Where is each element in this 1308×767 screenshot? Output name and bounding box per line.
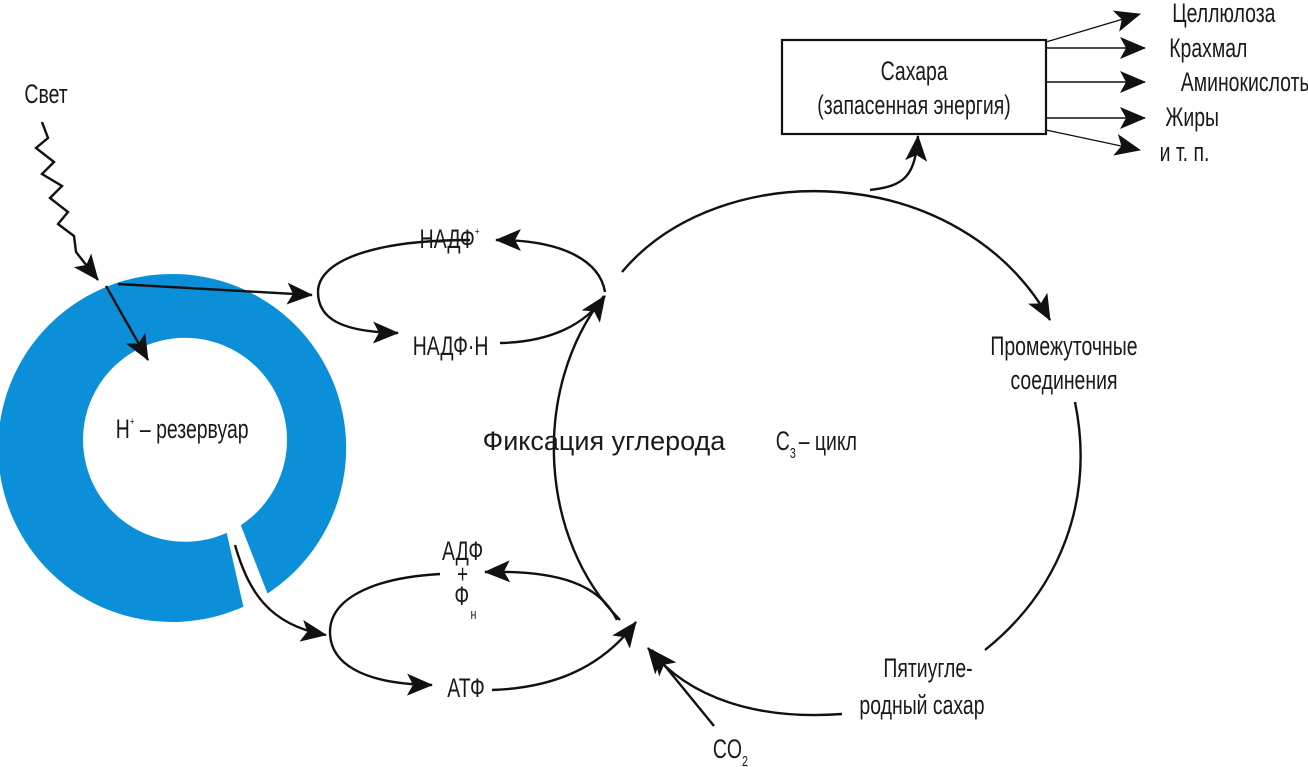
- cycle-top-arc: [621, 190, 1052, 321]
- fixation-arc: [552, 295, 621, 621]
- product-label: Аминокислоты: [1181, 67, 1308, 97]
- product-label: Целлюлоза: [1172, 0, 1276, 28]
- product-label: Крахмал: [1169, 33, 1247, 63]
- light-wave: [34, 121, 99, 281]
- to-reservoir-arrow: [104, 285, 150, 361]
- atp-label: АТФ: [447, 673, 484, 703]
- pentose-label-1: Пятиугле-: [883, 653, 972, 683]
- to-sugars-arrow: [869, 135, 928, 192]
- cycle-label: C3– цикл: [776, 426, 857, 462]
- sugars-label-1: Сахара: [881, 56, 949, 86]
- adp-loop-bottom: [328, 572, 441, 696]
- atp-to-cycle: [491, 621, 637, 692]
- reservoir-to-atp-arrow: [233, 544, 327, 642]
- intermediates-label-2: соединения: [1011, 365, 1118, 395]
- co2-label: CO2: [713, 734, 748, 767]
- co2-arrow: [651, 649, 715, 727]
- product-label: и т. п.: [1160, 137, 1210, 167]
- reservoir-label: H+ – резервуар: [116, 414, 249, 444]
- intermediates-label-1: Промежуточные: [990, 331, 1137, 361]
- product-label: Жиры: [1165, 102, 1219, 132]
- sugars-box: [780, 38, 1048, 136]
- adp-loop-top: [484, 560, 619, 621]
- product-arrow-1: [1045, 10, 1141, 43]
- product-arrow-5: [1045, 129, 1141, 156]
- plus-label: +: [457, 559, 468, 589]
- nadp-loop-bottom: [316, 238, 471, 344]
- light-label: Свет: [24, 79, 67, 109]
- phosphate-label: Фн: [454, 581, 476, 623]
- fixation-label: Фиксация углерода: [483, 426, 727, 456]
- sugars-label-2: (запасенная энергия): [817, 90, 1010, 120]
- membrane-ring: [0, 274, 347, 622]
- to-nadph-arrow: [117, 282, 313, 305]
- cycle-right-arc: [984, 401, 1082, 651]
- nadph-label: НАДФ·Н: [413, 331, 489, 361]
- adp-label: АДФ: [442, 536, 483, 566]
- nadp-loop-top: [495, 229, 607, 293]
- nadp-label: НАДФ+: [420, 224, 480, 254]
- pentose-label-2: родный сахар: [859, 690, 984, 720]
